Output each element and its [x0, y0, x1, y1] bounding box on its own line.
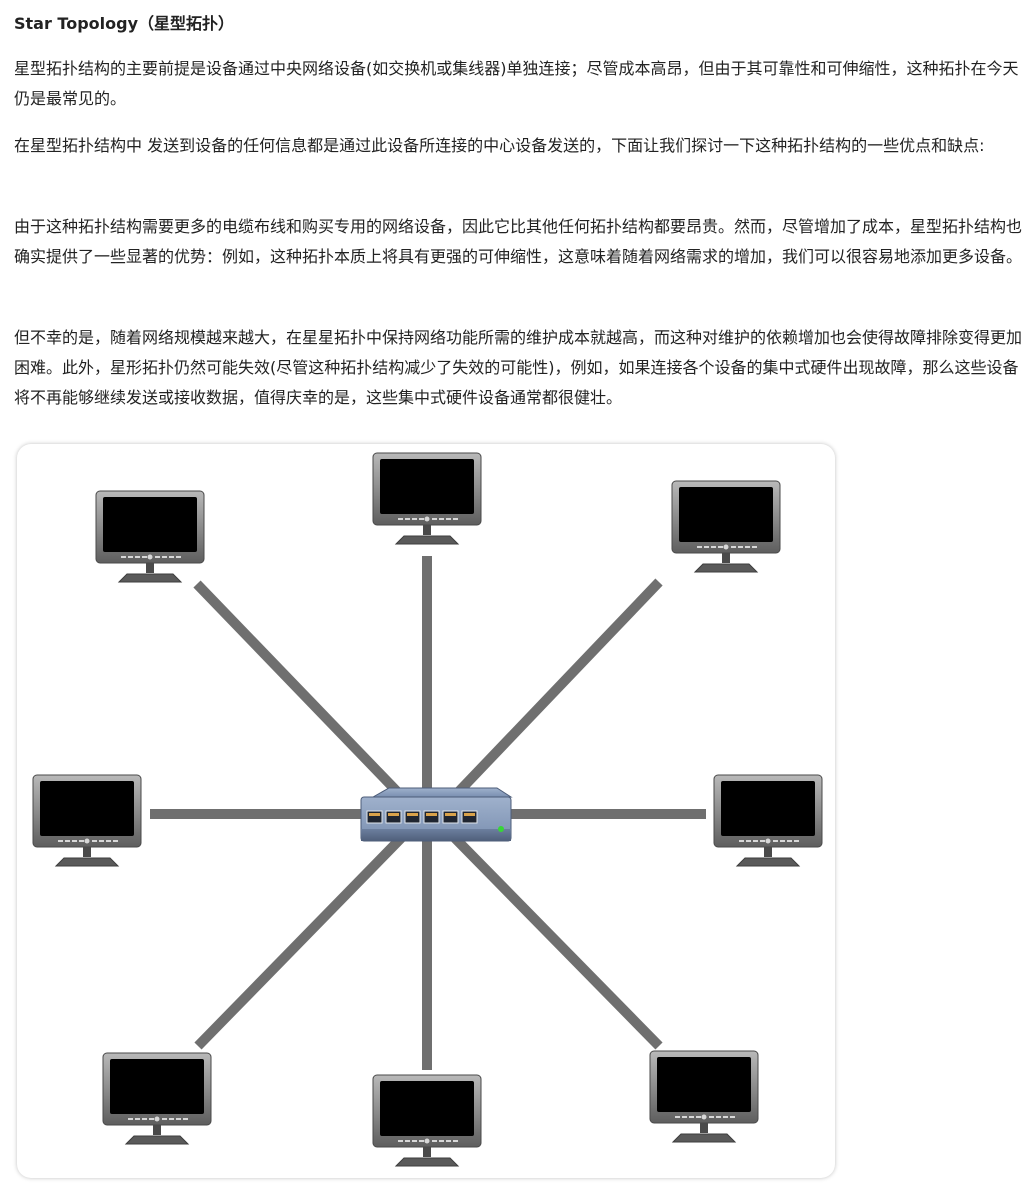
star-topology-diagram: [32, 452, 823, 1167]
monitor-icon: [95, 490, 205, 583]
paragraph-1: 星型拓扑结构的主要前提是设备通过中央网络设备(如交换机或集线器)单独连接；尽管成…: [14, 59, 1019, 108]
article-title: Star Topology（星型拓扑）: [14, 14, 235, 33]
cable-top-right: [441, 578, 663, 810]
cable-bottom-left: [194, 824, 415, 1050]
monitor-icon: [32, 774, 142, 867]
monitor-icon: [713, 774, 823, 867]
network-switch-icon: [360, 787, 513, 842]
cable-bottom-right: [441, 824, 663, 1050]
article: Star Topology（星型拓扑） 星型拓扑结构的主要前提是设备通过中央网络…: [14, 0, 1026, 407]
paragraph-4: 但不幸的是，随着网络规模越来越大，在星星拓扑中保持网络功能所需的维护成本就越高，…: [14, 328, 1023, 407]
monitor-icon: [372, 1074, 482, 1167]
paragraph-3: 由于这种拓扑结构需要更多的电缆布线和购买专用的网络设备，因此它比其他任何拓扑结构…: [14, 217, 1023, 266]
cable-top-left: [193, 580, 415, 810]
monitor-icon: [649, 1050, 759, 1143]
monitor-icon: [372, 452, 482, 545]
paragraph-2: 在星型拓扑结构中 发送到设备的任何信息都是通过此设备所连接的中心设备发送的，下面…: [14, 136, 985, 155]
monitor-icon: [102, 1052, 212, 1145]
star-topology-figure: [17, 444, 835, 1178]
monitor-icon: [671, 480, 781, 573]
